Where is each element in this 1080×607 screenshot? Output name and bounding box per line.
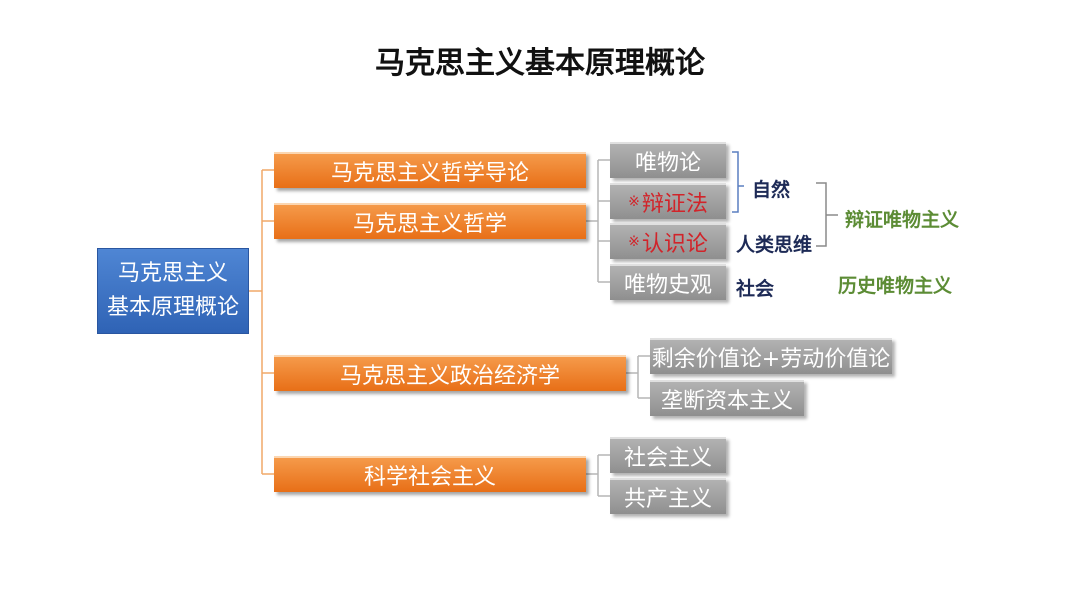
leaf-socialism: 社会主义 <box>610 437 726 473</box>
annotation-human-thought: 人类思维 <box>736 234 813 256</box>
branch-philosophy: 马克思主义哲学 <box>274 203 586 239</box>
leaf-surplus-value: 剩余价值论+劳动价值论 <box>650 338 892 374</box>
root-node: 马克思主义 基本原理概论 <box>97 248 249 334</box>
emphasis-mark-icon: ※ <box>628 234 640 250</box>
leaf-epistemology: ※ 认识论 <box>610 223 726 259</box>
leaf-materialism: 唯物论 <box>610 142 726 178</box>
branch-scientific-socialism: 科学社会主义 <box>274 456 586 492</box>
annotation-nature: 自然 <box>752 179 791 201</box>
leaf-label: 辩证法 <box>641 192 708 217</box>
branch-philosophy-intro: 马克思主义哲学导论 <box>274 152 586 188</box>
annotation-society: 社会 <box>736 278 775 300</box>
branch-political-economy: 马克思主义政治经济学 <box>274 355 626 391</box>
root-label-line2: 基本原理概论 <box>106 295 239 320</box>
leaf-communism: 共产主义 <box>610 478 726 514</box>
category-dialectical-materialism: 辩证唯物主义 <box>845 209 960 231</box>
leaf-label: 唯物史观 <box>623 273 712 298</box>
leaf-dialectics: ※ 辩证法 <box>610 183 726 219</box>
leaf-historical-materialism: 唯物史观 <box>610 264 726 300</box>
leaf-label: 唯物论 <box>634 151 701 176</box>
category-historical-materialism: 历史唯物主义 <box>838 275 953 297</box>
root-label-line1: 马克思主义 <box>117 261 228 286</box>
emphasis-mark-icon: ※ <box>628 194 640 210</box>
page-title: 马克思主义基本原理概论 <box>375 46 705 81</box>
leaf-label: 认识论 <box>641 232 708 257</box>
leaf-monopoly-capitalism: 垄断资本主义 <box>650 380 804 416</box>
